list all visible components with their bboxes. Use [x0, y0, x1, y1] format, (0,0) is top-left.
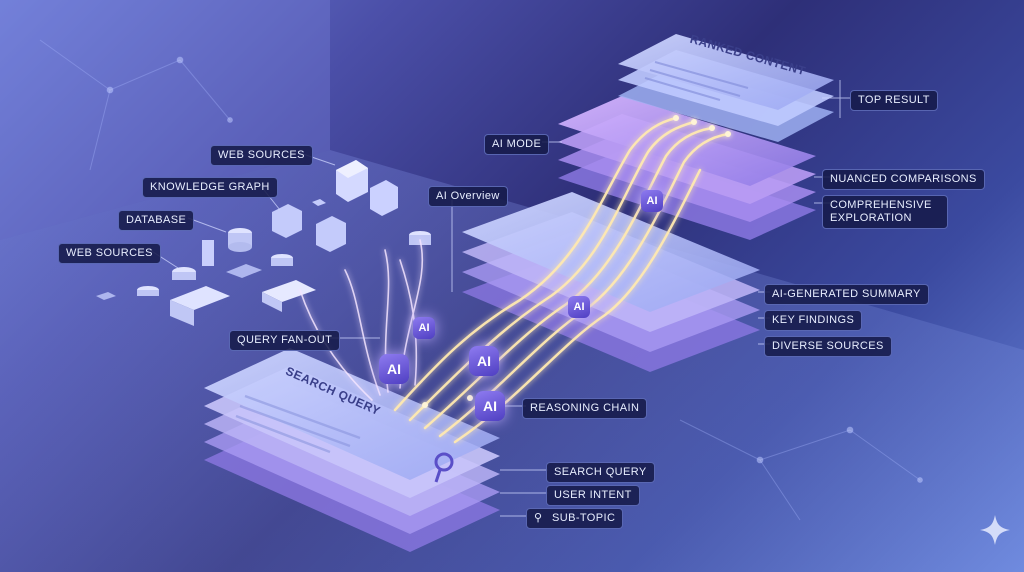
label-sub-topic: ⚲ SUB-TOPIC	[526, 508, 624, 529]
sparkle-icon	[980, 515, 1010, 545]
ai-badge: AI	[379, 354, 409, 384]
ai-badge: AI	[475, 391, 505, 421]
label-web-sources-bottom: WEB SOURCES	[58, 243, 161, 264]
ai-badge: AI	[568, 296, 590, 318]
query-stack	[204, 348, 500, 552]
source-blocks	[96, 160, 431, 326]
label-ai-mode: AI MODE	[484, 134, 550, 155]
flow-dots	[422, 115, 731, 408]
network-lines	[39, 39, 923, 521]
back-wall	[0, 0, 330, 240]
label-web-sources-top: WEB SOURCES	[210, 145, 313, 166]
ai-badge: AI	[469, 346, 499, 376]
ai-badge: AI	[413, 317, 435, 339]
label-ai-generated-summary: AI-GENERATED SUMMARY	[764, 284, 929, 305]
label-query-fan-out: QUERY FAN-OUT	[229, 330, 341, 351]
label-sub-topic-text: SUB-TOPIC	[552, 512, 616, 524]
label-top-result: TOP RESULT	[850, 90, 938, 111]
label-comprehensive-exploration: COMPREHENSIVE EXPLORATION	[822, 195, 948, 229]
label-search-query: SEARCH QUERY	[546, 462, 655, 483]
label-knowledge-graph: KNOWLEDGE GRAPH	[142, 177, 278, 198]
ai-badge: AI	[641, 190, 663, 212]
search-icon	[434, 452, 454, 483]
label-ai-overview: AI Overview	[428, 186, 508, 207]
label-user-intent: USER INTENT	[546, 485, 640, 506]
label-nuanced-comparisons: NUANCED COMPARISONS	[822, 169, 985, 190]
label-key-findings: KEY FINDINGS	[764, 310, 863, 331]
search-icon: ⚲	[534, 512, 543, 524]
label-reasoning-chain: REASONING CHAIN	[522, 398, 648, 419]
overview-stack	[462, 192, 760, 372]
label-diverse-sources: DIVERSE SOURCES	[764, 336, 892, 357]
label-database: DATABASE	[118, 210, 195, 231]
